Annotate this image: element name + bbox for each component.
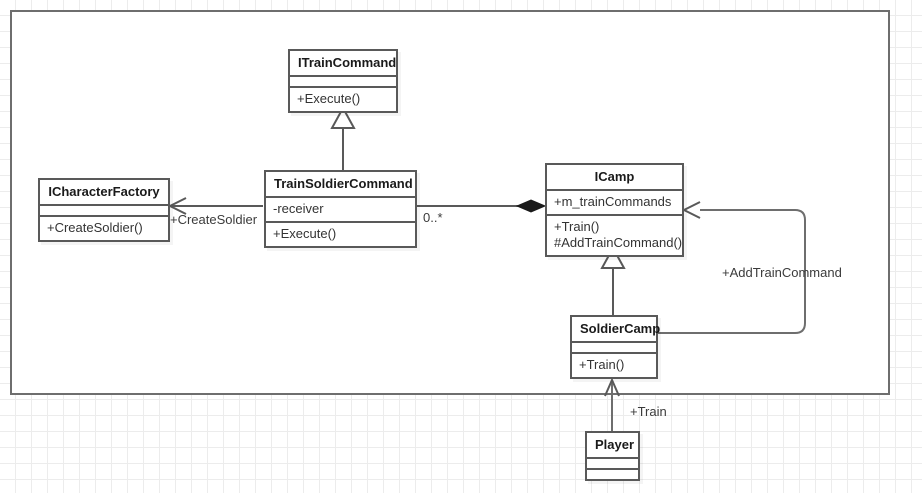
- class-name-player: Player: [595, 437, 635, 452]
- edge-soldiercamp-addtraincommand-to-icamp: [658, 201, 806, 334]
- class-separator: [40, 215, 168, 217]
- class-operation-createsoldier: +CreateSoldier(): [47, 220, 143, 235]
- class-separator: [40, 204, 168, 206]
- class-name-icamp: ICamp: [594, 169, 635, 184]
- class-box-icamp[interactable]: ICamp +m_trainCommands +Train() #AddTrai…: [545, 163, 684, 257]
- class-name-trainsoldiercommand: TrainSoldierCommand: [274, 176, 413, 191]
- class-separator: [572, 341, 656, 343]
- class-box-soldiercamp[interactable]: SoldierCamp +Train(): [570, 315, 661, 379]
- class-operation-train: +Train(): [554, 219, 600, 234]
- class-attributes-soldiercamp: [572, 343, 656, 352]
- edge-trainsoldiercommand-to-icamp: [417, 199, 547, 213]
- class-separator: [290, 86, 396, 88]
- class-operations-player: [587, 470, 638, 479]
- class-box-trainsoldiercommand[interactable]: TrainSoldierCommand -receiver +Execute(): [264, 170, 417, 248]
- class-name-soldiercamp: SoldierCamp: [580, 321, 661, 336]
- class-operation-execute: +Execute(): [273, 226, 337, 241]
- edge-label-multiplicity: 0..*: [423, 210, 443, 225]
- class-separator: [266, 221, 415, 223]
- class-name-itraincommand: ITrainCommand: [298, 55, 397, 70]
- class-attributes-icharacterfactory: [40, 206, 168, 215]
- class-operations-icamp: +Train() #AddTrainCommand(): [547, 216, 682, 255]
- class-operation-addtraincommand: #AddTrainCommand(): [554, 235, 683, 250]
- class-separator: [290, 75, 396, 77]
- class-attribute-m-traincommands: +m_trainCommands: [554, 194, 672, 209]
- class-separator: [547, 189, 682, 191]
- class-attributes-itraincommand: [290, 77, 396, 86]
- edge-label-train: +Train: [630, 404, 667, 419]
- class-attribute-receiver: -receiver: [273, 201, 324, 216]
- class-box-itraincommand[interactable]: ITrainCommand +Execute(): [288, 49, 398, 113]
- class-operation-execute: +Execute(): [297, 91, 361, 106]
- class-name-icharacterfactory: ICharacterFactory: [48, 184, 160, 199]
- edge-label-addtraincommand: +AddTrainCommand: [722, 265, 842, 280]
- class-box-icharacterfactory[interactable]: ICharacterFactory +CreateSoldier(): [38, 178, 170, 242]
- class-separator: [266, 196, 415, 198]
- class-box-player[interactable]: Player: [585, 431, 640, 481]
- edge-soldiercamp-to-icamp: [600, 245, 626, 316]
- class-attributes-player: [587, 459, 638, 468]
- edge-trainsoldiercommand-to-itraincommand: [330, 105, 356, 170]
- class-separator: [572, 352, 656, 354]
- edge-trainsoldiercommand-to-icharacterfactory: [167, 197, 263, 215]
- class-operation-train: +Train(): [579, 357, 625, 372]
- class-separator: [587, 468, 638, 470]
- class-separator: [587, 457, 638, 459]
- edge-label-createsoldier: +CreateSoldier: [170, 212, 258, 227]
- class-separator: [547, 214, 682, 216]
- edge-player-to-soldiercamp: [604, 377, 620, 432]
